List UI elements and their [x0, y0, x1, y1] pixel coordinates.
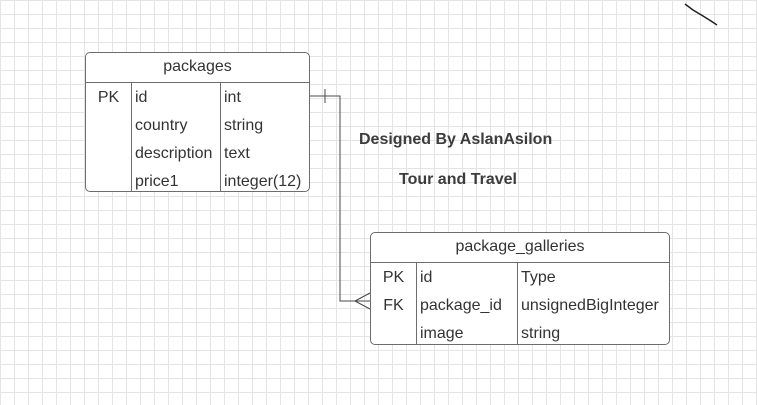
- project-annotation: Tour and Travel: [399, 171, 517, 188]
- field-type: string: [521, 325, 561, 342]
- relationship-connector[interactable]: [310, 95, 370, 302]
- field-type-column: int string text integer(12): [220, 83, 309, 191]
- field-type: int: [224, 89, 241, 106]
- key-column: PK FK: [371, 263, 416, 344]
- key-cell: [86, 112, 131, 140]
- many-crowfoot-mark: [354, 292, 371, 310]
- field-type: string: [224, 117, 264, 134]
- field-name-column: id country description price1: [131, 83, 220, 191]
- field-name: id: [420, 269, 433, 286]
- entity-package-galleries[interactable]: package_galleries PK FK id package_id im…: [370, 232, 670, 345]
- key-cell: [86, 168, 131, 191]
- key-cell: FK: [383, 297, 404, 314]
- field-type: integer(12): [224, 173, 302, 190]
- field-name-column: id package_id image: [416, 263, 517, 344]
- field-name: image: [420, 325, 464, 342]
- field-name: description: [135, 145, 213, 162]
- key-cell: PK: [382, 269, 405, 286]
- key-cell: [86, 140, 131, 168]
- stray-pen-stroke: [684, 3, 718, 26]
- key-cell: PK: [97, 89, 120, 106]
- entity-title: package_galleries: [371, 233, 669, 263]
- field-type: Type: [521, 269, 556, 286]
- field-name: package_id: [420, 297, 502, 314]
- field-name: country: [135, 117, 188, 134]
- key-column: PK: [86, 83, 131, 191]
- designer-annotation: Designed By AslanAsilon: [359, 131, 553, 148]
- field-type: text: [224, 145, 250, 162]
- field-type-column: Type unsignedBigInteger string: [517, 263, 669, 344]
- field-name: price1: [135, 173, 179, 190]
- field-type: unsignedBigInteger: [521, 297, 659, 314]
- entity-packages[interactable]: packages PK id country description price…: [85, 52, 310, 192]
- field-name: id: [135, 89, 148, 106]
- key-cell: [371, 320, 416, 344]
- entity-title: packages: [86, 53, 309, 83]
